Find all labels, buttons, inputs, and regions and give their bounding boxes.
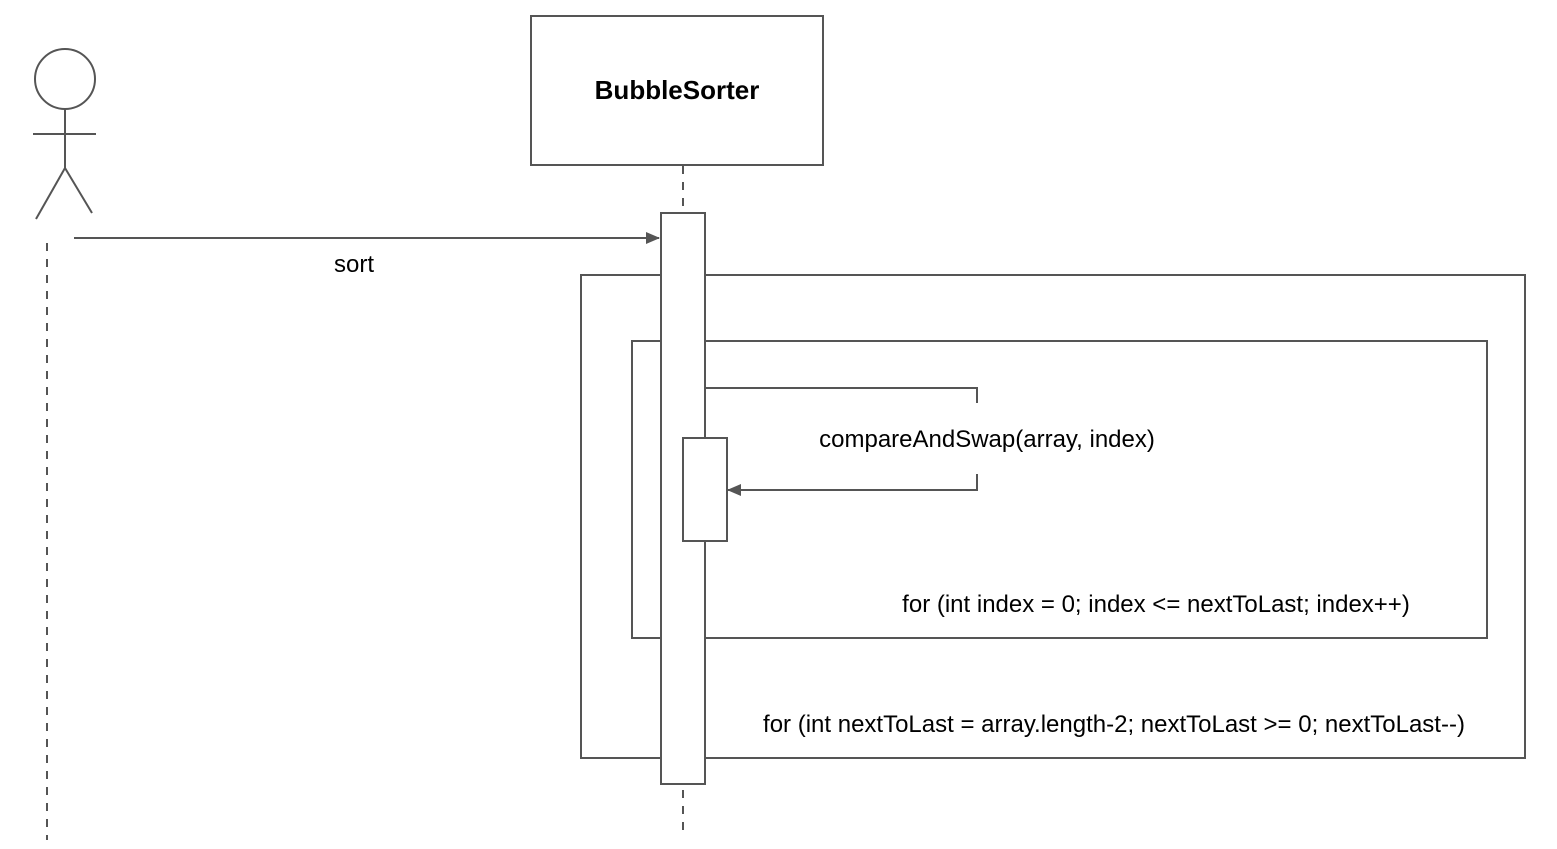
outer-loop-condition: for (int nextToLast = array.length-2; ne… bbox=[763, 711, 1465, 738]
self-call-return-arrow bbox=[727, 474, 978, 496]
self-call-label: compareAndSwap(array, index) bbox=[819, 426, 1155, 453]
outer-loop-frame bbox=[580, 274, 1526, 759]
inner-loop-frame bbox=[631, 340, 1488, 639]
self-call-arrow bbox=[705, 387, 978, 403]
sort-message-label: sort bbox=[334, 251, 374, 278]
nested-activation-bar bbox=[682, 437, 728, 542]
actor-figure-icon bbox=[33, 48, 96, 220]
participant-box: BubbleSorter bbox=[530, 15, 824, 166]
inner-loop-condition: for (int index = 0; index <= nextToLast;… bbox=[902, 591, 1410, 618]
participant-name: BubbleSorter bbox=[595, 75, 760, 105]
